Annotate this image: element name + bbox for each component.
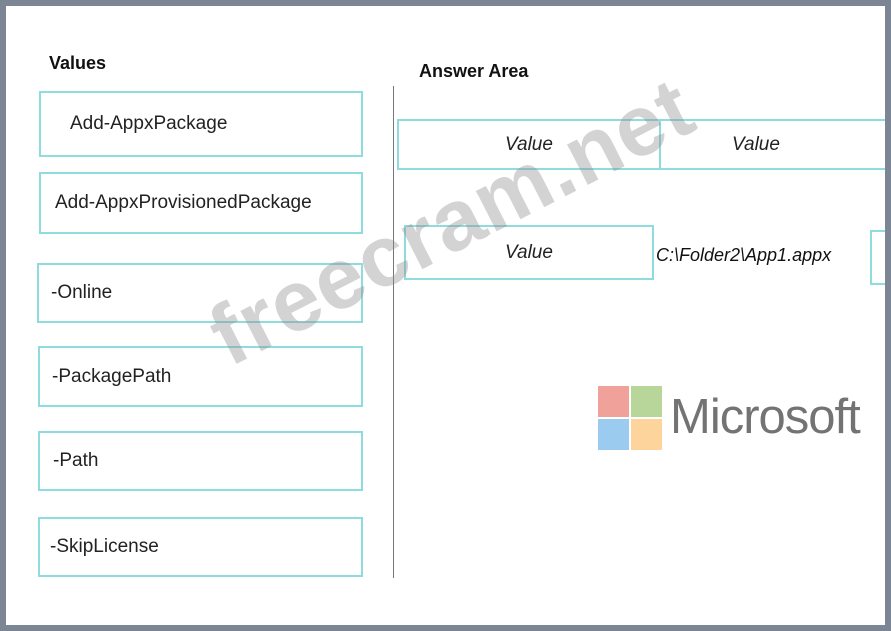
values-title: Values — [49, 53, 107, 73]
value-tile-label: -Path — [53, 450, 99, 471]
microsoft-logo-icon — [598, 386, 662, 450]
value-tile-path[interactable]: -Path — [38, 431, 363, 491]
answer-slot-4[interactable] — [870, 230, 885, 285]
value-tile-online[interactable]: -Online — [37, 263, 363, 323]
value-tile-label: Add-AppxPackage — [70, 113, 228, 134]
value-tile-label: -PackagePath — [52, 365, 172, 387]
answer-slot-label: Value — [505, 241, 553, 263]
value-tile-add-appxpackage[interactable]: Add-AppxPackage — [39, 91, 363, 157]
package-path-text: C:\Folder2\App1.appx — [656, 245, 832, 265]
microsoft-wordmark: Microsoft — [670, 390, 861, 444]
value-tile-add-appxprovisionedpackage[interactable]: Add-AppxProvisionedPackage — [39, 172, 363, 234]
answer-slot-1[interactable]: Value — [397, 119, 661, 170]
value-tile-skiplicense[interactable]: -SkipLicense — [38, 517, 363, 577]
logo-square-red — [598, 386, 629, 417]
value-tile-label: Add-AppxProvisionedPackage — [55, 192, 312, 213]
answer-slot-3[interactable]: Value — [404, 225, 654, 280]
answer-area-title: Answer Area — [419, 61, 529, 81]
answer-slot-label: Value — [732, 133, 780, 155]
logo-square-green — [631, 386, 662, 417]
column-divider — [393, 86, 394, 578]
answer-slot-label: Value — [505, 133, 553, 155]
logo-square-blue — [598, 419, 629, 450]
value-tile-packagepath[interactable]: -PackagePath — [38, 346, 363, 407]
answer-slot-2[interactable]: Value — [659, 119, 885, 170]
value-tile-label: -SkipLicense — [50, 536, 159, 557]
logo-square-yellow — [631, 419, 662, 450]
value-tile-label: -Online — [51, 282, 113, 303]
